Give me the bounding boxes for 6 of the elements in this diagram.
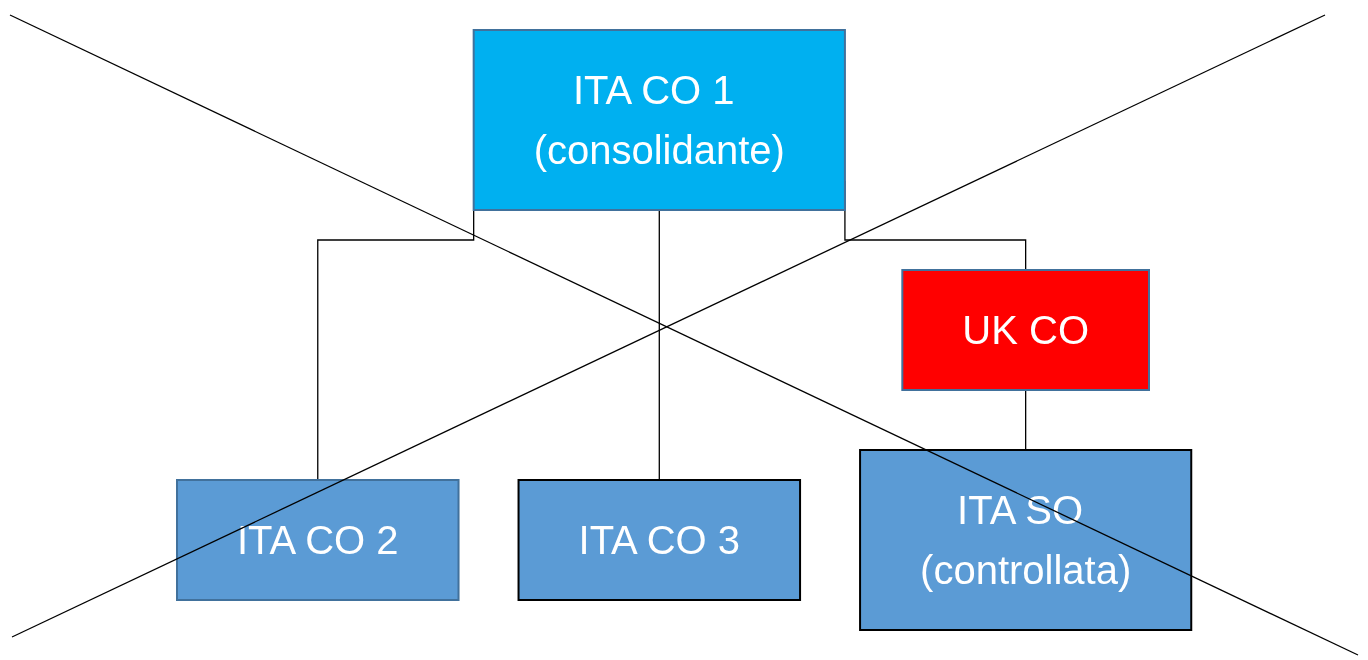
connector (658, 209, 660, 481)
node-box: ITA CO 2 (175, 479, 460, 601)
node-box: ITA CO 3 (517, 479, 801, 601)
connector (1024, 389, 1027, 451)
node-box: ITA CO 1 (consolidante) (472, 29, 846, 211)
node-box: UK CO (901, 269, 1150, 391)
